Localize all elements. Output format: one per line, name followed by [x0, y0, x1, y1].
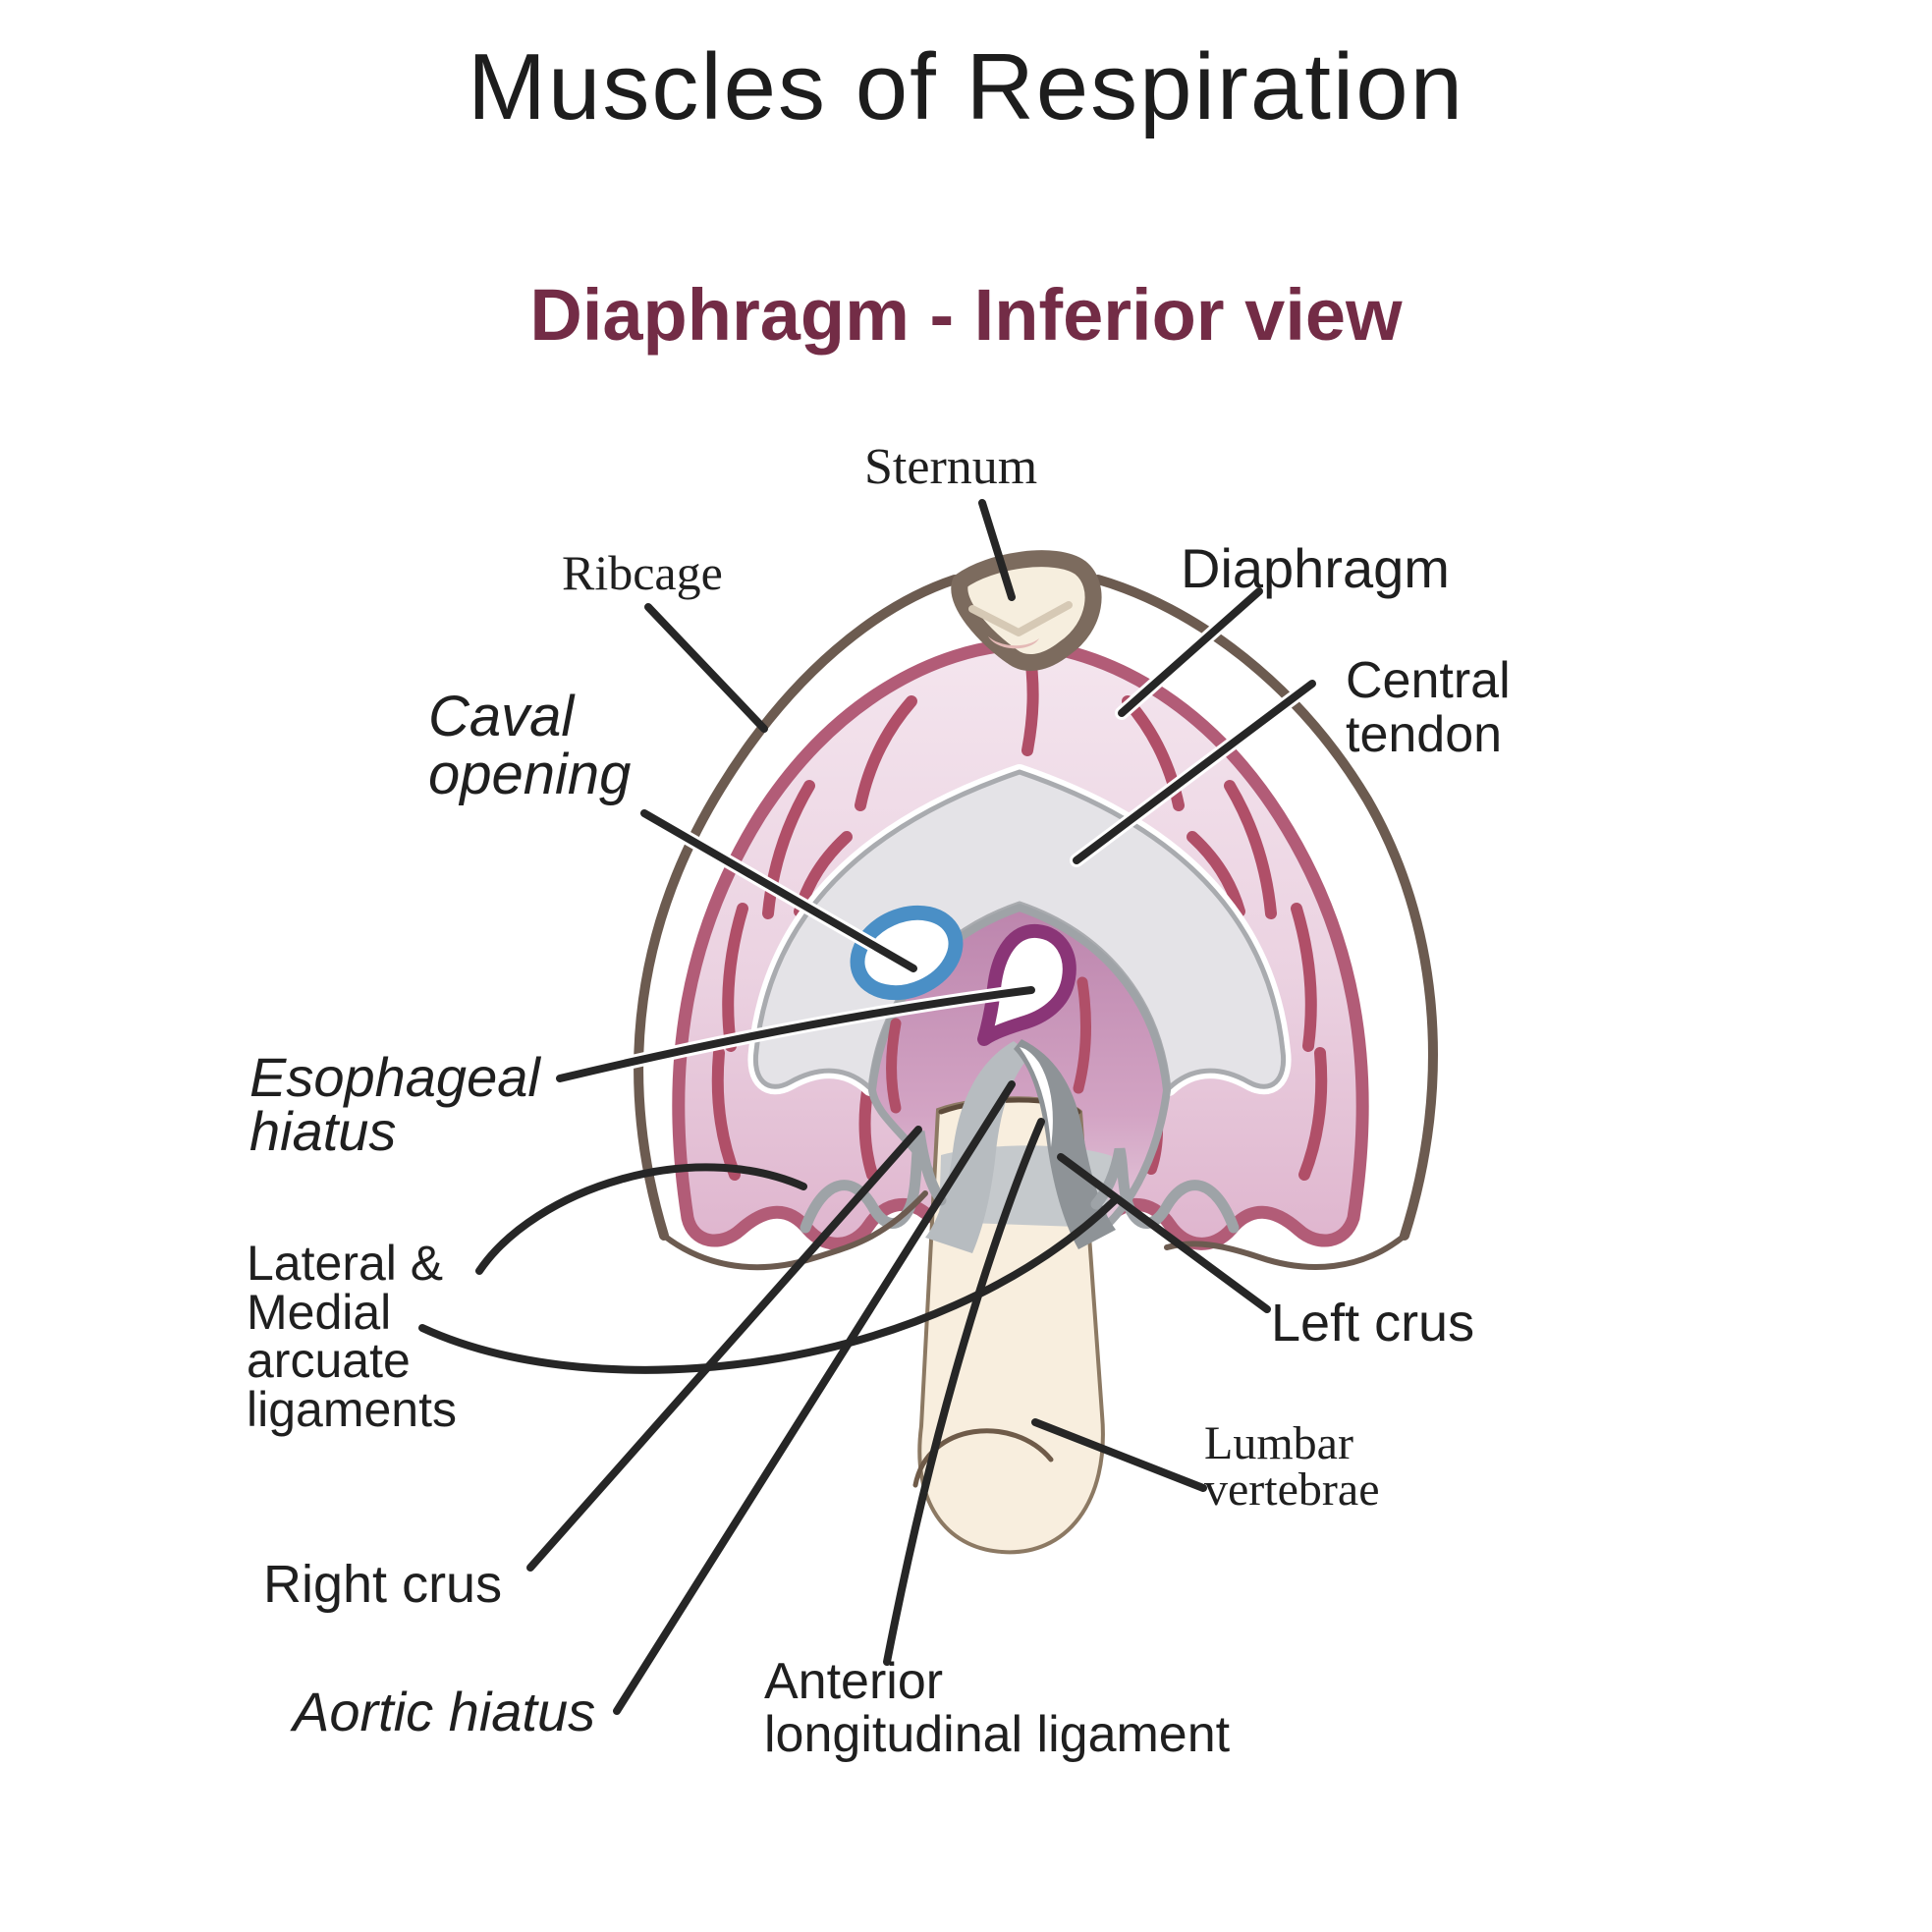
label-esophageal-hiatus: Esophageal hiatus — [249, 1046, 540, 1162]
label-caval-opening: Caval opening — [428, 685, 632, 807]
page-title: Muscles of Respiration — [467, 34, 1465, 139]
label-right-crus: Right crus — [263, 1555, 503, 1614]
label-left-crus: Left crus — [1271, 1294, 1475, 1352]
crus-apex-highlight — [1020, 1047, 1053, 1147]
sternum-shape — [951, 550, 1102, 672]
leader-diaphragm — [1118, 587, 1263, 717]
leader-ribcage — [644, 603, 768, 733]
left-crus-shape — [1014, 1039, 1116, 1249]
label-ribcage: Ribcage — [562, 545, 723, 600]
sternum-chevron — [968, 601, 1073, 636]
leader-esophageal-hiatus — [556, 986, 1035, 1082]
sternum-base-shade — [988, 636, 1039, 649]
leader-arcuate-upper — [475, 1163, 807, 1275]
ribcage-outline — [634, 575, 1438, 1271]
leader-right-crus — [526, 1126, 922, 1572]
leader-anterior-longitudinal-ligament — [883, 1118, 1045, 1666]
label-arcuate-ligaments: Lateral & Medial arcuate ligaments — [247, 1236, 457, 1437]
leader-aortic-hiatus — [613, 1080, 1016, 1715]
leader-caval-opening — [640, 809, 917, 972]
label-aortic-hiatus: Aortic hiatus — [293, 1681, 596, 1742]
diagram-subtitle: Diaphragm - Inferior view — [529, 274, 1403, 356]
label-sternum: Sternum — [864, 439, 1038, 495]
leader-arcuate-lower — [418, 1196, 1119, 1374]
leader-lumbar-vertebrae — [1031, 1418, 1207, 1492]
caval-opening-ring — [850, 905, 964, 1001]
label-lumbar-vertebrae: Lumbar vertebrae — [1204, 1417, 1380, 1517]
label-anterior-longitudinal-ligament: Anterior longitudinal ligament — [764, 1653, 1231, 1763]
inner-dome-fibers — [886, 976, 1091, 1114]
leader-left-crus — [1057, 1153, 1271, 1313]
leader-sternum — [978, 499, 1016, 601]
vertebra-bottom-rim — [912, 1428, 1054, 1488]
label-central-tendon: Central tendon — [1346, 652, 1511, 764]
label-diaphragm: Diaphragm — [1181, 537, 1450, 599]
leader-central-tendon — [1073, 680, 1316, 864]
leader-lines-ink — [418, 499, 1316, 1715]
